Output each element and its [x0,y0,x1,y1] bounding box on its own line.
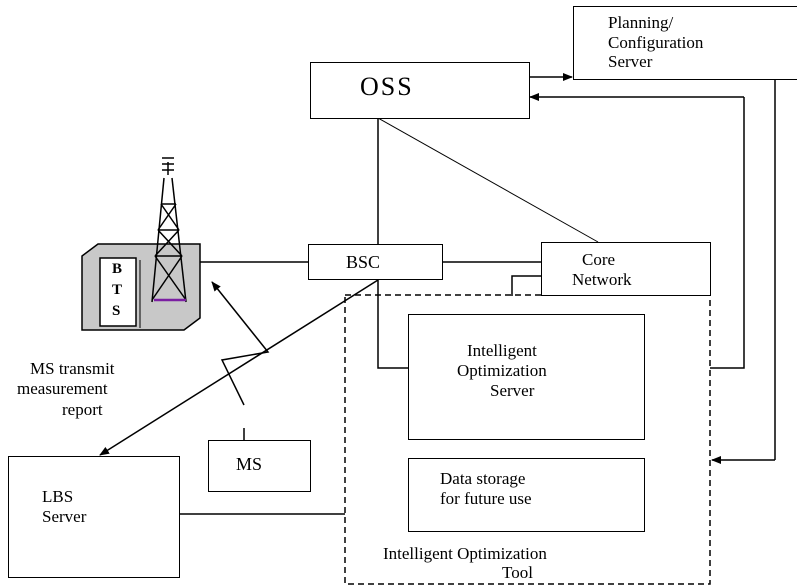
report-label-1: MS transmit [30,359,115,378]
antenna-tower-icon [151,157,187,303]
bts-letter-s: S [112,303,121,319]
ios-label-2: Optimization [457,361,547,380]
report-label-2: measurement [17,379,108,398]
optimization-tool-label-2: Tool [502,563,533,582]
ms-radio-link [211,281,270,406]
planning-server-box [573,6,797,80]
bts-letter-t: T [112,282,123,298]
planning-server-label-2: Configuration [608,33,704,52]
data-storage-box [408,458,645,532]
ms-box [208,440,311,492]
bsc-box [308,244,443,280]
planning-server-label-1: Planning/ [608,13,674,32]
bsc-label: BSC [346,252,381,272]
optimization-tool-boundary [344,294,711,585]
bsc-ios-link [377,280,408,369]
core-network-box [541,242,711,296]
report-label-3: report [62,400,103,419]
ios-label-3: Server [490,381,535,400]
core-stub-link [511,275,541,296]
lbs-server-label-1: LBS [42,487,74,506]
ios-label-1: Intelligent [467,341,537,360]
ms-label: MS [236,454,263,474]
oss-label: OSS [360,72,414,101]
oss-core-link [377,117,599,243]
oss-box [310,62,530,119]
optimization-tool-label-1: Intelligent Optimization [383,544,547,563]
core-network-label-2: Network [572,270,632,289]
lbs-server-label-2: Server [42,507,87,526]
intelligent-optimization-server-box [408,314,645,440]
core-network-label-1: Core [582,250,616,269]
bsc-lbs-arrow [99,279,379,456]
data-storage-label-2: for future use [440,489,532,508]
ios-oss-feedback-line [710,97,745,369]
lbs-server-box [8,456,180,578]
planning-server-label-3: Server [608,52,653,71]
data-storage-label-1: Data storage [440,469,526,488]
bts-building [81,243,201,331]
bts-letter-b: B [112,261,123,277]
